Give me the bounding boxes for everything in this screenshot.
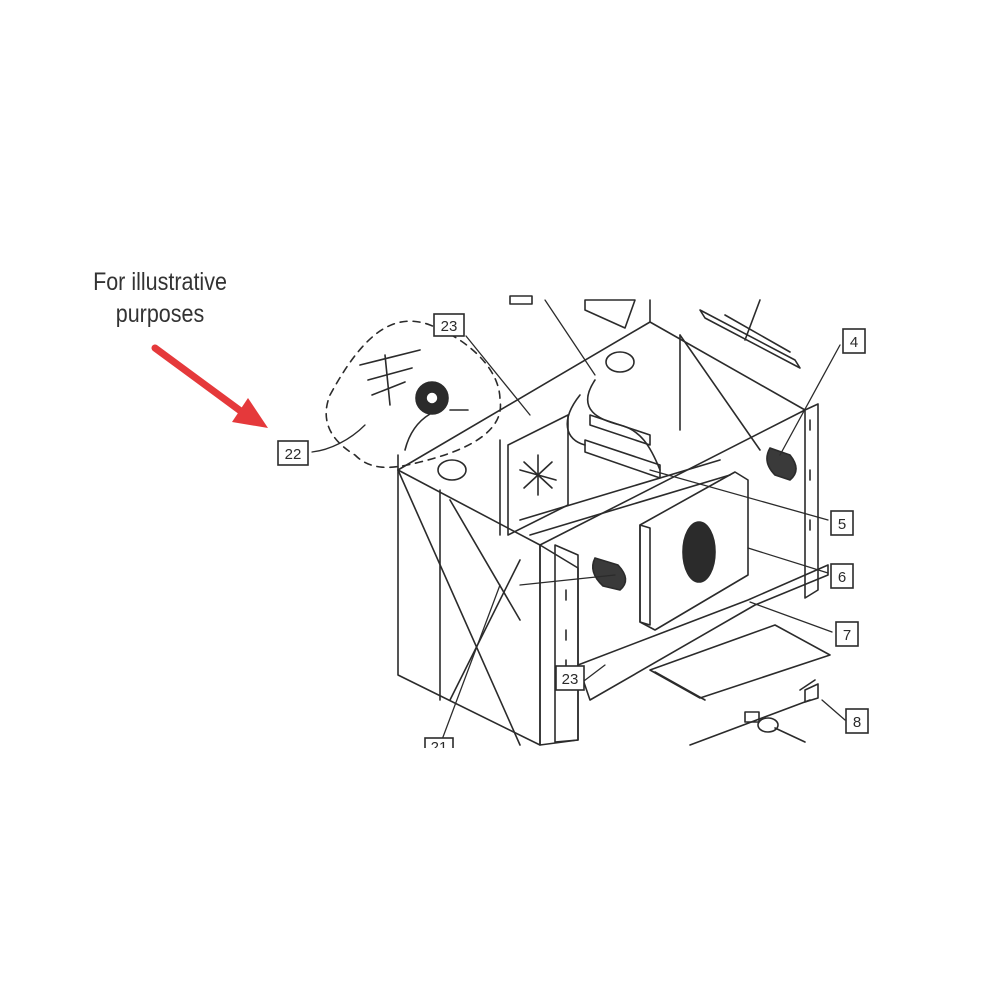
housing-right-wall <box>804 403 819 599</box>
callout-6: 6 <box>830 563 854 589</box>
callout-8: 8 <box>845 708 869 734</box>
housing-top <box>397 299 806 546</box>
callout-7: 7 <box>835 621 859 647</box>
bottom-tray <box>577 564 831 701</box>
pointer-arrow <box>151 344 268 428</box>
callout-5-label: 5 <box>838 516 846 533</box>
callout-7-label: 7 <box>843 627 851 644</box>
housing-left-face <box>397 469 541 746</box>
top-flaps <box>509 295 801 369</box>
callout-6-label: 6 <box>838 569 846 586</box>
note-line-2: purposes <box>115 300 205 328</box>
callout-23-bottom-label: 23 <box>562 671 579 688</box>
callout-5: 5 <box>830 510 854 536</box>
front-cover <box>639 471 749 631</box>
callout-8-label: 8 <box>853 714 861 731</box>
crop-edge <box>380 748 840 768</box>
inner-fan-panel <box>507 414 569 536</box>
housing-side-strip <box>539 544 579 746</box>
callout-23-top-label: 23 <box>441 318 458 335</box>
callout-4-label: 4 <box>850 334 858 351</box>
callout-4: 4 <box>842 328 866 354</box>
callout-23-bottom: 23 <box>555 665 585 691</box>
note-line-1: For illustrative <box>93 268 227 296</box>
callout-22-label: 22 <box>285 446 302 463</box>
leader-lines <box>311 299 846 746</box>
support-rails <box>519 414 731 536</box>
control-knobs <box>592 447 797 591</box>
wiring <box>566 379 661 471</box>
burner-assembly <box>689 679 819 746</box>
motor-enclosure <box>325 320 502 469</box>
callout-23-top: 23 <box>433 313 465 337</box>
callout-22: 22 <box>277 440 309 466</box>
illustrative-note: For illustrative purposes <box>83 266 238 330</box>
